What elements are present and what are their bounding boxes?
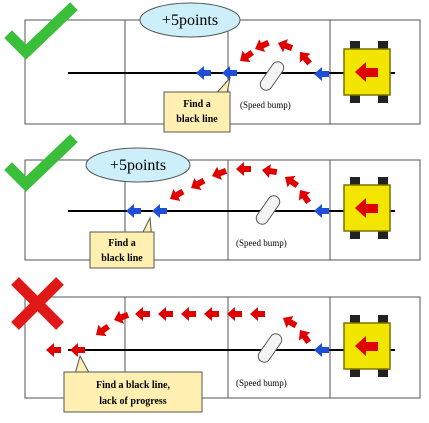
robot-icon (343, 41, 391, 103)
svg-text:+5points: +5points (162, 12, 218, 29)
red-arrow (111, 308, 131, 327)
red-arrow (46, 343, 61, 357)
svg-text:black line: black line (101, 253, 143, 264)
red-arrow (70, 343, 85, 357)
red-arrow (135, 307, 150, 321)
note-callout: Find a black line (89, 216, 155, 269)
red-arrow (294, 325, 315, 347)
blue-arrow (152, 204, 167, 218)
blue-arrow (126, 204, 141, 218)
note-callout: Find a black line, lack of progress (63, 354, 203, 413)
svg-text:black line: black line (176, 114, 218, 125)
robot-icon (343, 315, 391, 377)
red-arrow (279, 311, 300, 332)
red-arrow (209, 164, 229, 183)
cross-icon (11, 277, 64, 330)
checkmark-icon (4, 134, 78, 192)
speed-bump-icon (257, 333, 283, 363)
blue-arrow (196, 66, 211, 80)
red-arrow (181, 307, 196, 321)
svg-text:Find a: Find a (183, 99, 211, 110)
red-arrow (261, 163, 278, 180)
board-frame (24, 159, 421, 261)
speed-bump-label: (Speed bump) (236, 378, 287, 388)
note-callout: Find a black line (163, 76, 231, 133)
red-arrow (227, 307, 242, 321)
speed-bump-label: (Speed bump) (236, 238, 287, 248)
scenario-3-panel: (Speed bump) Find a black line, lack of … (11, 277, 421, 413)
red-arrow (166, 185, 187, 206)
checkmark-icon (4, 2, 78, 60)
red-arrow (235, 46, 257, 67)
scenario-1-panel: (Speed bump) +5points Find a b (4, 2, 421, 133)
red-arrow (187, 174, 208, 195)
red-arrow (294, 47, 316, 68)
board-frame (24, 296, 421, 399)
red-arrow (236, 162, 251, 176)
red-arrow (158, 307, 173, 321)
svg-text:+5points: +5points (110, 157, 166, 174)
blue-arrow (314, 343, 329, 357)
red-arrow (91, 320, 113, 341)
points-bubble: +5points (139, 2, 241, 38)
blue-arrow (314, 67, 329, 81)
svg-text:Find a black line,: Find a black line, (96, 380, 170, 391)
red-arrow (204, 307, 219, 321)
speed-bump-icon (259, 61, 285, 91)
red-arrow (252, 36, 272, 56)
points-bubble: +5points (85, 147, 191, 183)
red-arrow (250, 307, 265, 321)
blue-arrow (314, 204, 329, 218)
robot-icon (343, 177, 391, 239)
red-arrow (294, 185, 315, 207)
svg-text:Find a: Find a (108, 238, 136, 249)
scenario-2-panel: (Speed bump) +5points Find a black line (4, 134, 421, 269)
svg-text:lack of progress: lack of progress (99, 396, 167, 407)
red-arrow (275, 36, 295, 55)
speed-bump-label: (Speed bump) (240, 100, 291, 110)
speed-bump-icon (255, 195, 281, 225)
red-arrow (280, 171, 302, 192)
